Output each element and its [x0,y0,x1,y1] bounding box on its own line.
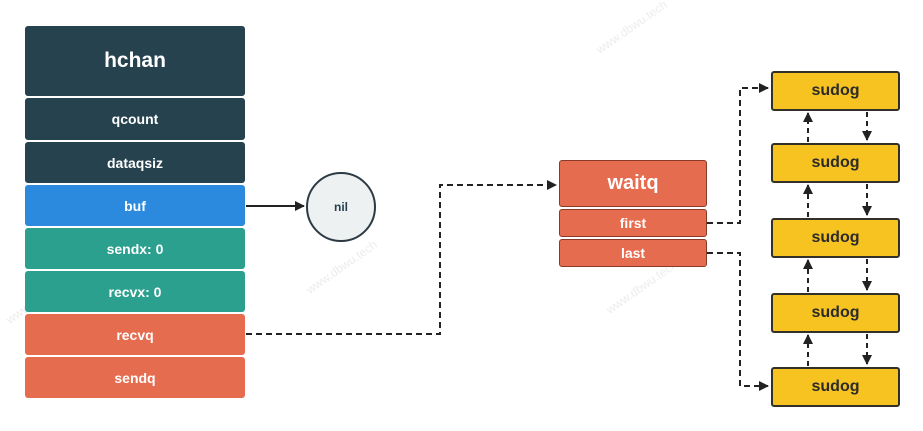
sudog-node-4: sudog [771,293,900,333]
hchan-field-buf: buf [25,185,245,226]
arrow-last-to-sudog [707,252,769,391]
hchan-field-sendq: sendq [25,357,245,398]
nil-node: nil [306,172,376,242]
waitq-title: waitq [559,160,707,207]
sudog-node-1: sudog [771,71,900,111]
waitq-field-first: first [559,209,707,237]
arrow-recvq-to-waitq [246,180,557,335]
hchan-field-qcount: qcount [25,98,245,140]
hchan-field-sendx: sendx: 0 [25,228,245,269]
hchan-field-dataqsiz: dataqsiz [25,142,245,183]
hchan-title: hchan [25,26,245,96]
sudog-node-5: sudog [771,367,900,407]
sudog-node-3: sudog [771,218,900,258]
hchan-field-recvx: recvx: 0 [25,271,245,312]
waitq-field-last: last [559,239,707,267]
arrow-first-to-sudog [707,83,769,224]
hchan-field-recvq: recvq [25,314,245,355]
sudog-node-2: sudog [771,143,900,183]
